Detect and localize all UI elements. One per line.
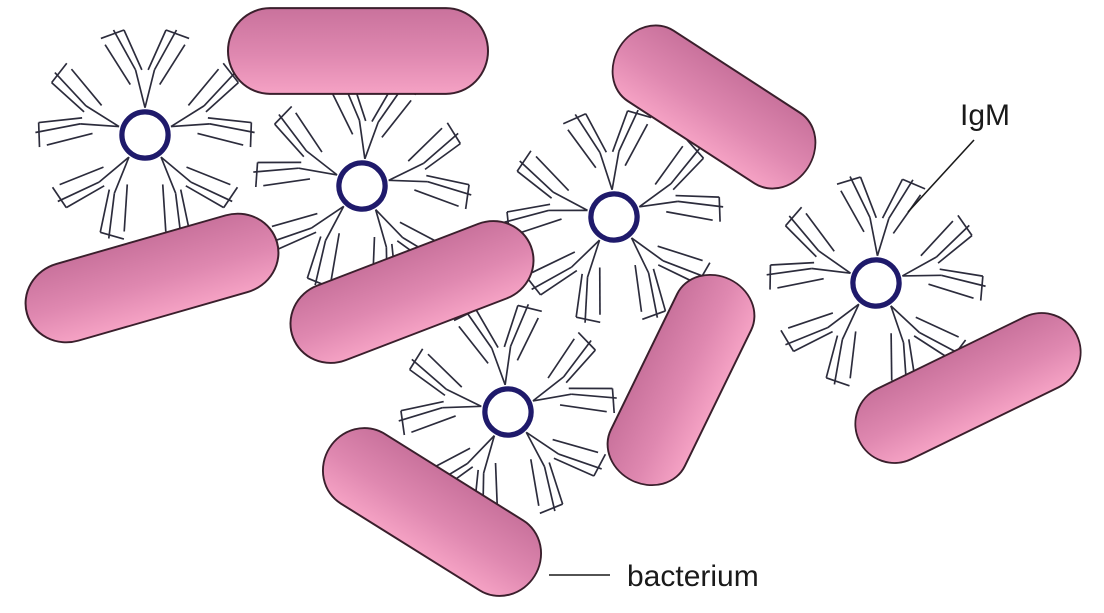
bacterium-1 — [228, 8, 488, 94]
bacterium-5 — [595, 261, 767, 498]
bacterium-2 — [597, 11, 830, 203]
bacterium-label: bacterium — [627, 560, 759, 593]
bacterium-label-group: bacterium — [549, 560, 759, 593]
bacterium-7 — [308, 413, 557, 611]
bacterium-6 — [842, 300, 1094, 476]
igm-molecule-1 — [32, 30, 259, 246]
bacterium-3 — [16, 204, 288, 352]
igm-leader-line — [908, 140, 974, 212]
igm-label-group: IgM — [908, 99, 1010, 212]
igm-label: IgM — [960, 99, 1010, 132]
bacterium-4 — [279, 209, 545, 375]
